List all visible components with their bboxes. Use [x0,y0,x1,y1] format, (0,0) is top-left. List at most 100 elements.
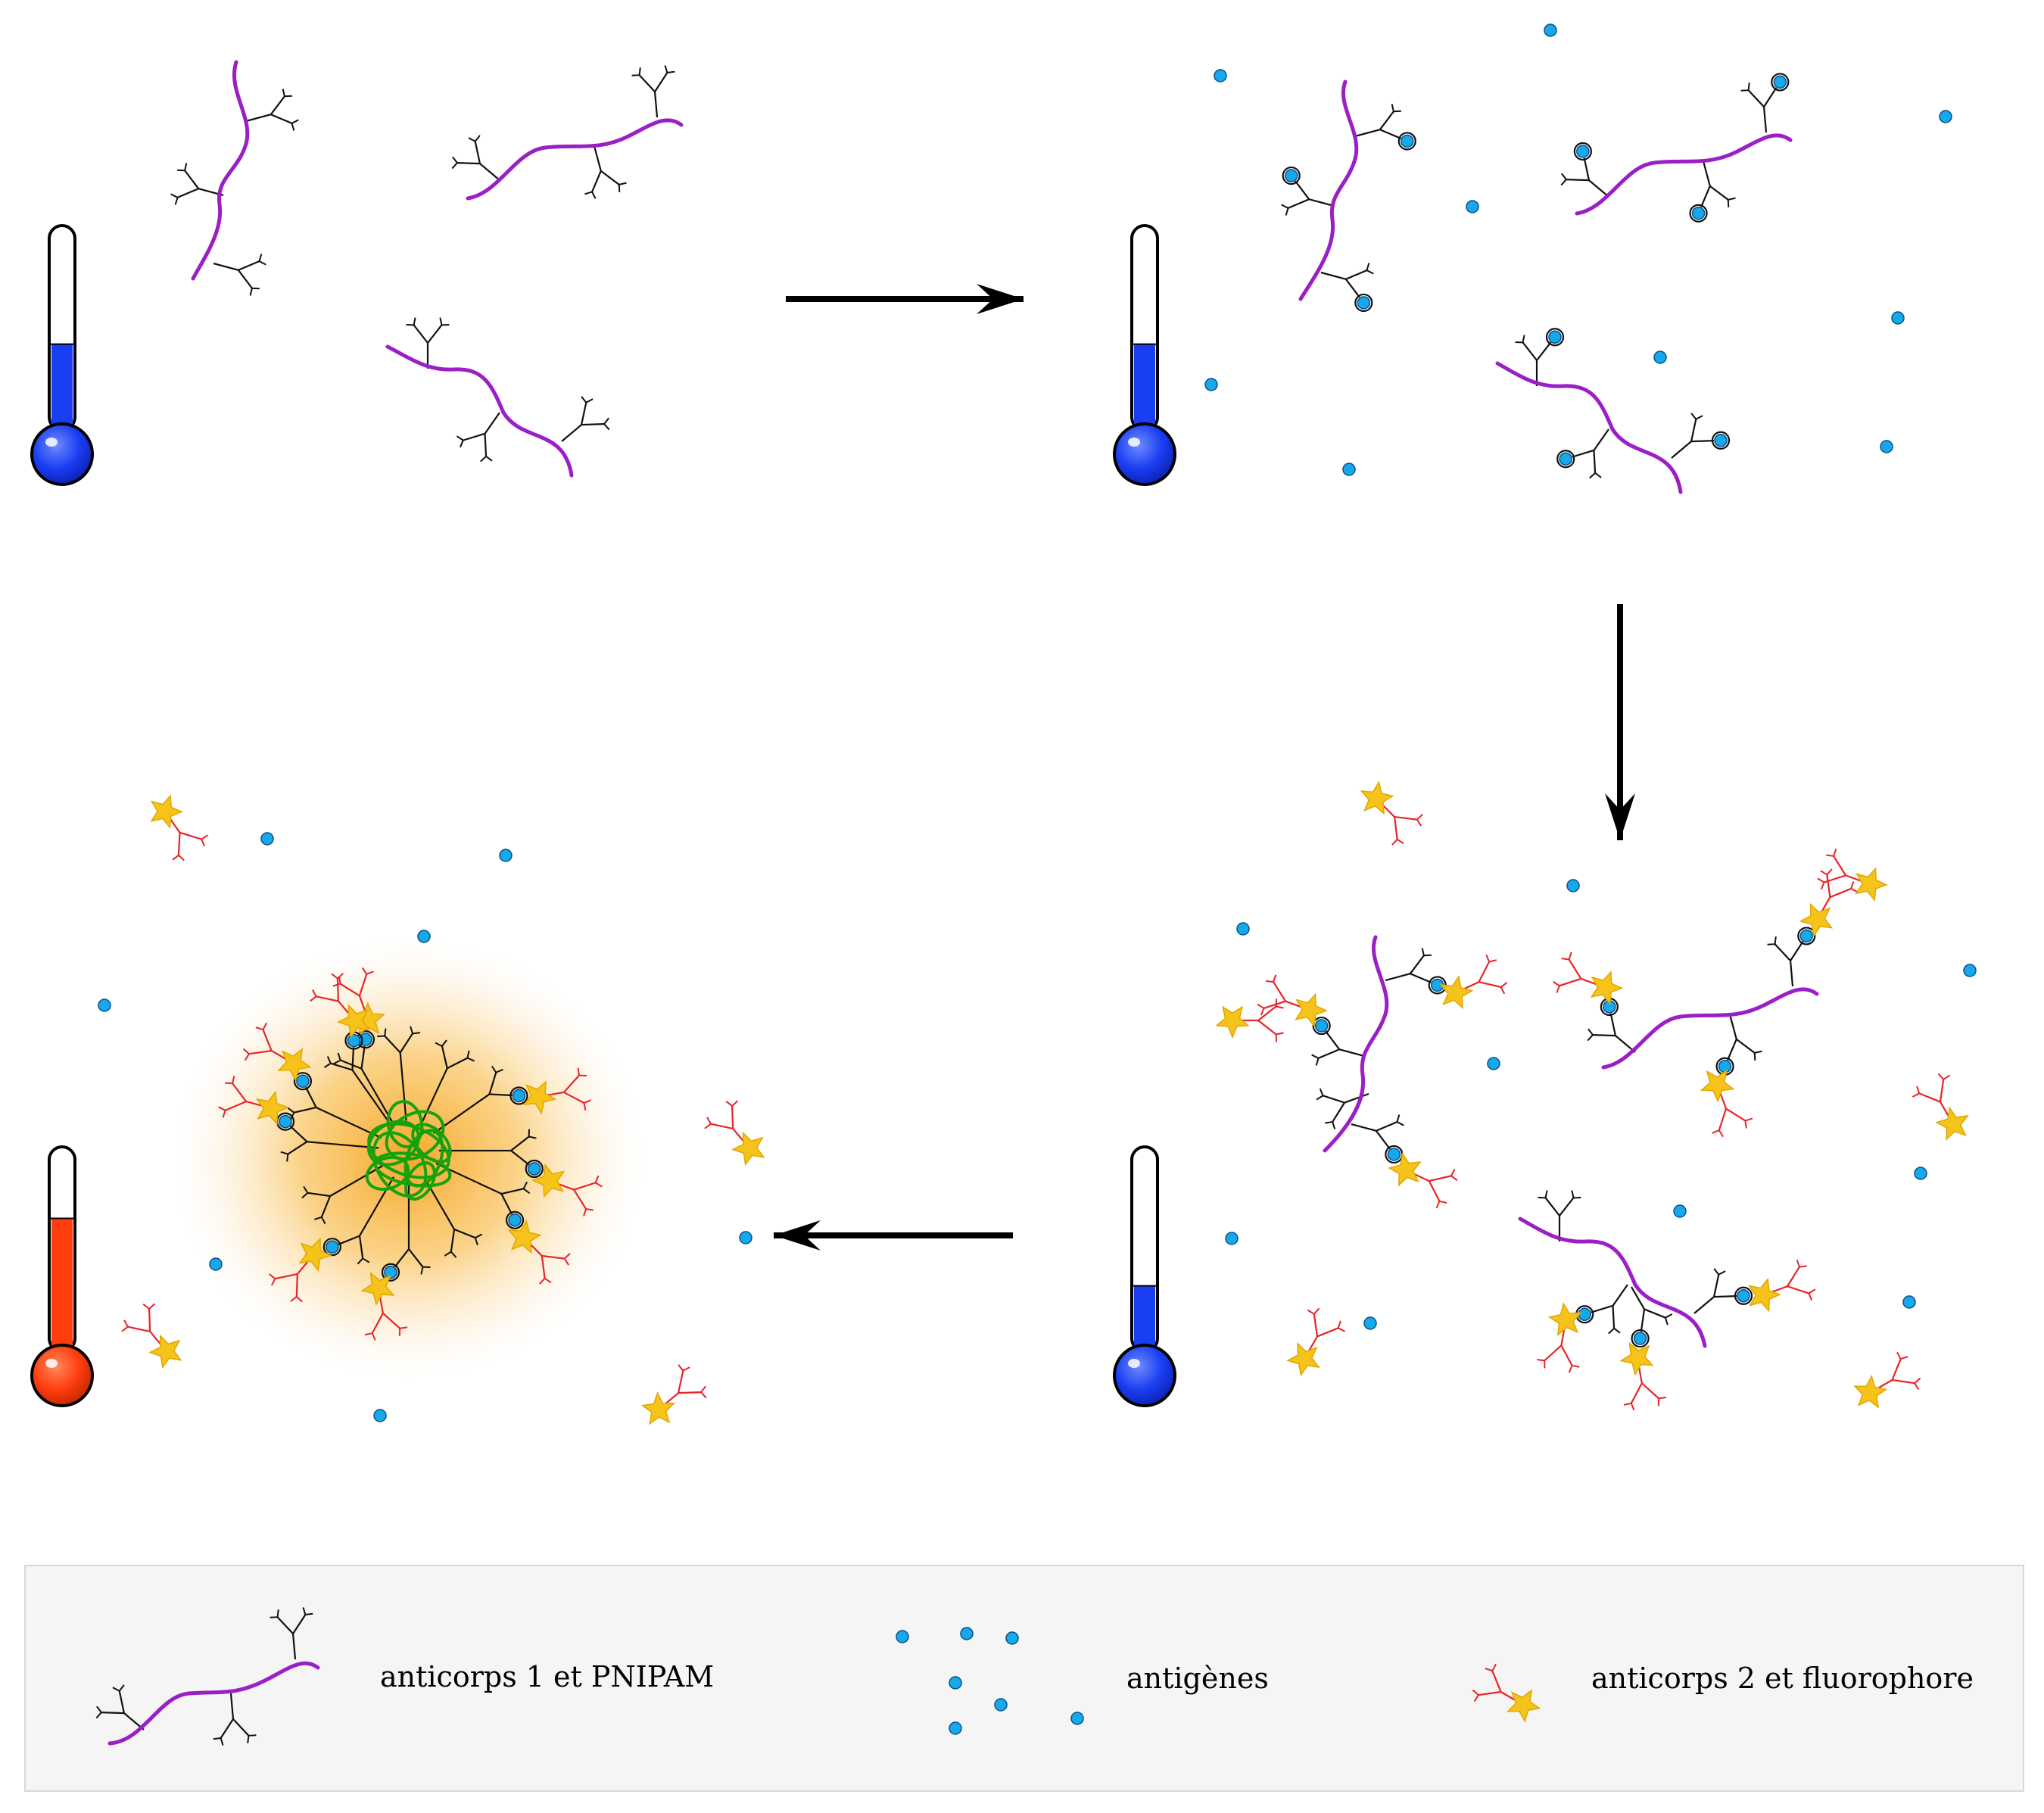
antibody-arm [1428,1180,1441,1202]
antibody-tip [1307,1309,1315,1315]
antibody-tip [1491,1663,1497,1671]
legend-box [24,1565,2024,1792]
antibody-tip [337,1052,341,1061]
antibody-tip [583,1099,592,1104]
antibody-tip [220,1737,224,1746]
antibody-arm [339,983,360,997]
antibody-tip [1450,1175,1458,1182]
bound-antibody [468,1065,528,1110]
antibody1 [377,1026,421,1079]
arrow-head [1605,793,1635,840]
antibody-tip [466,1050,470,1058]
antibody-tip [595,1182,603,1188]
antibody1 [451,135,500,181]
antibody-tip [1332,1121,1336,1129]
bound-antibody [1320,263,1374,313]
antibody-tip [435,1042,443,1047]
antibody1 [1538,1190,1581,1241]
antibody-tip [337,973,344,980]
fluorophore-star-icon [1935,1106,1969,1141]
antibody-tip [439,317,443,326]
fluorophore-star-icon [1388,1152,1422,1187]
bound-antibody [1715,1014,1762,1076]
antibody-arm [338,1235,360,1245]
antibody2-fluorophore [1700,1069,1753,1138]
antibody-arm [118,1690,126,1714]
antibody-arm [1409,955,1425,974]
antibody2-fluorophore [1552,952,1624,1005]
antibody2-fluorophore [1439,954,1508,1010]
fluorophore-star-icon [1855,867,1888,902]
thermometer-highlight [1128,438,1140,447]
pnipam-loop [386,1100,424,1148]
antibody-arm [305,1086,317,1108]
antibody-tip [1439,1200,1447,1204]
antibody-tip [1820,882,1825,890]
antibody-stem [307,1141,333,1145]
antibody-tip [251,287,260,290]
antibody-tip [1325,1121,1333,1124]
pnipam-backbone [466,118,684,201]
antibody-tip [1718,1270,1726,1276]
bound-antibody [287,1072,340,1120]
antibody-tip [222,1110,226,1118]
bound-antibody [485,1129,544,1179]
antibody-arm [177,188,199,198]
antibody2 [164,811,209,861]
antigen-dot-icon [1633,1332,1647,1345]
antibody-arm [1375,1130,1391,1150]
thermometer-cold-icon [1113,224,1176,486]
thermometer-liquid [51,344,73,438]
antibody-tip [287,1107,295,1114]
antibody-tip [522,1181,528,1189]
antigen-dot-icon [1070,1712,1084,1725]
antibody-arm [488,1072,497,1095]
antibody-tip [172,855,179,861]
antibody2-fluorophore [360,1272,408,1341]
antibody-tip [170,193,178,198]
antibody-tip [1900,1356,1908,1360]
antibody-stem [479,163,500,181]
antibody-stem [1385,973,1411,982]
antigen-dot-icon [1880,440,1893,453]
fluorophore-star-icon [1700,1069,1735,1103]
antibody-arm [232,1083,248,1102]
antibody-tip [1664,1317,1669,1325]
antibody-tip [364,1332,373,1336]
antigen-dot-icon [1214,69,1227,83]
pnipam-backbone [191,60,250,281]
antibody-stem [1320,271,1347,280]
antibody-tip [1522,335,1525,343]
antibody-tip [142,1304,150,1310]
antibody-arm [1700,185,1711,207]
pnipam-chain-2 [451,65,684,201]
bound-antibody [276,1112,333,1162]
antibody-arm [1544,1344,1563,1362]
antibody-tip [296,1296,303,1303]
antibody2-fluorophore [150,794,209,861]
antibody2-fluorophore [704,1100,765,1167]
antibody-arm [276,1616,294,1634]
antibody2-fluorophore [1286,1307,1346,1377]
antibody-arm [238,260,260,271]
antibody1 [441,1206,483,1258]
fluorophore-star-icon [1799,902,1834,938]
antibody2 [1537,1319,1580,1373]
antibody-binding-site [1312,1016,1331,1036]
antibody-arm [1709,185,1729,201]
antibody-tip [178,855,185,861]
antibody-arm [541,1255,546,1279]
antibody-arm [248,1049,272,1055]
antibody-arm [1918,1092,1941,1103]
antibody-tip [1391,104,1394,112]
antibody-tip [371,1332,376,1341]
antibody-tip [1319,1088,1324,1096]
antibody-tip [1396,1114,1401,1123]
antigen-dot-icon [1891,311,1905,325]
antibody-tip [118,1684,125,1692]
antigen-dot-icon [1204,378,1218,391]
antibody-arm [1641,1382,1659,1400]
antibody-arm [1826,874,1831,898]
antibody-arm [573,1182,597,1191]
